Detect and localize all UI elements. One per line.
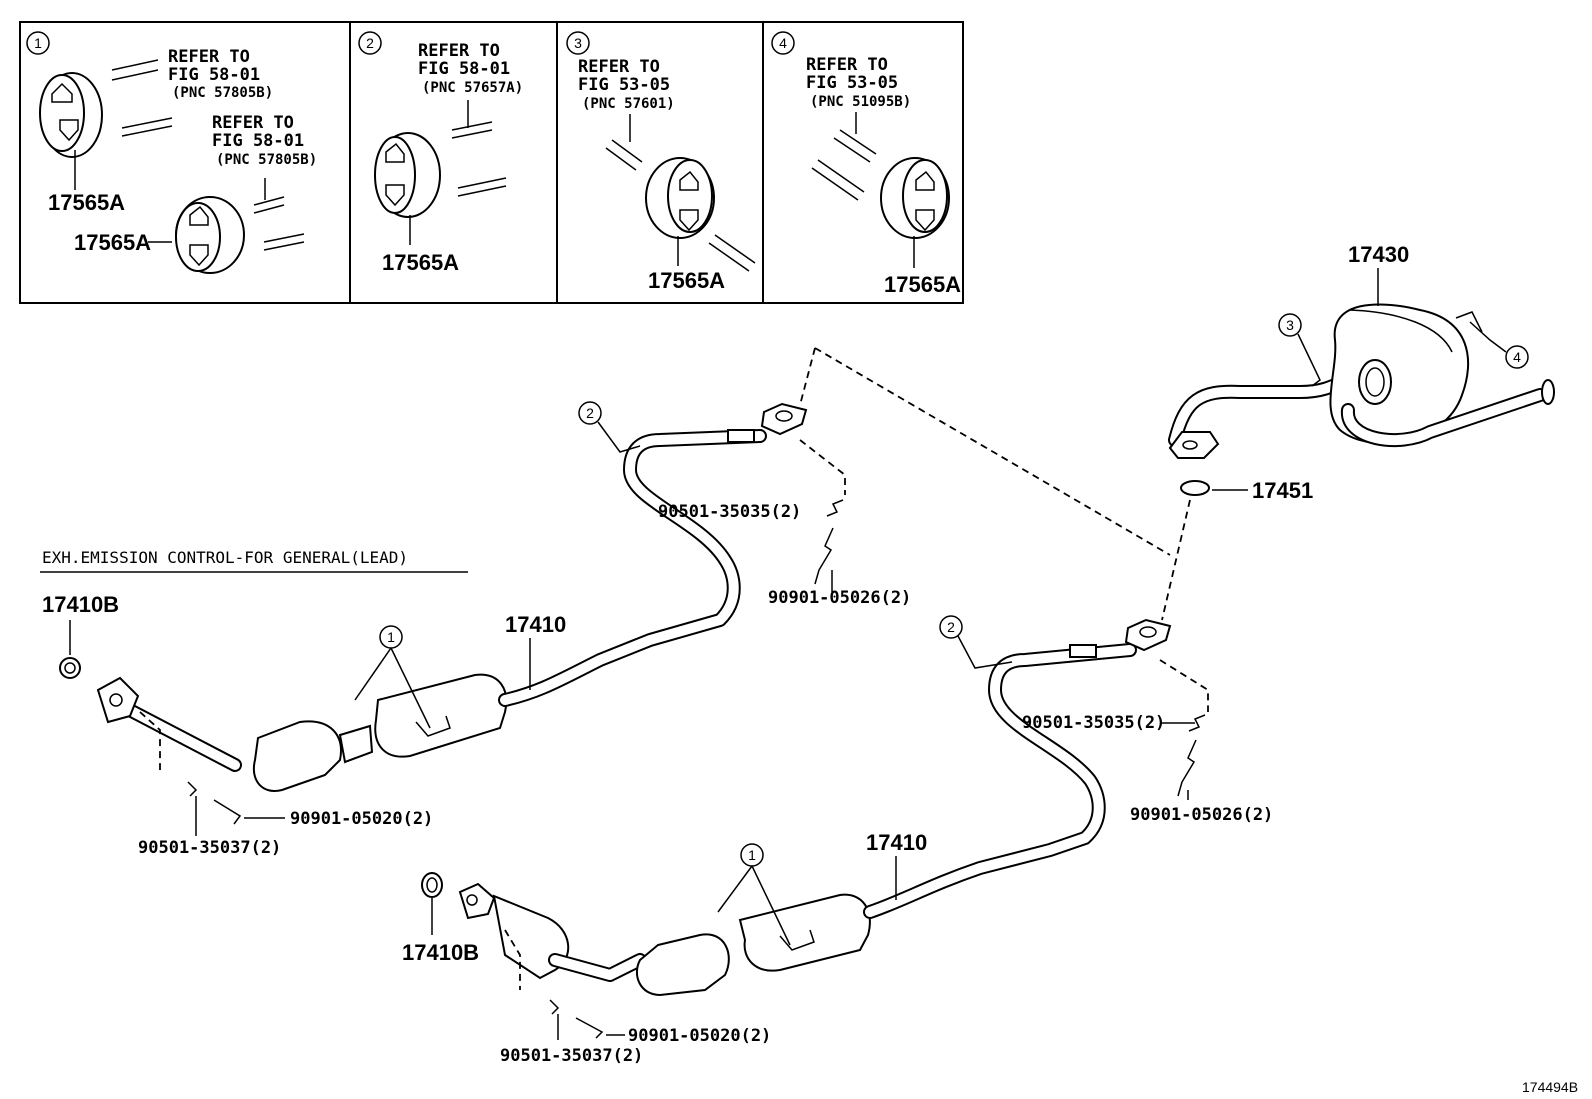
inset-1-index: 1 xyxy=(34,35,42,51)
inset-4: 4 REFER TO FIG 53-05 (PNC 51095B) 17565A xyxy=(771,31,961,297)
inset-4-ref-line1: REFER TO xyxy=(806,55,888,75)
inset-1-ref-b-line1: REFER TO xyxy=(212,113,294,133)
inset-4-ref-line2: FIG 53-05 xyxy=(806,73,898,93)
label-17410B-lower: 17410B xyxy=(402,940,479,965)
callout-2-upper: 2 xyxy=(586,405,594,421)
callout-2-lower: 2 xyxy=(947,619,955,635)
rubber-hanger-icon xyxy=(175,196,245,274)
inset-2-ref-line2: FIG 58-01 xyxy=(418,59,510,79)
inset-1: 1 REFER TO FIG 58-01 (PNC 57805B) REFER … xyxy=(26,31,317,274)
tail-pipe-muffler xyxy=(1168,303,1555,459)
gasket-17410B-lower xyxy=(421,872,443,898)
inset-3-ref-line2: FIG 53-05 xyxy=(578,75,670,95)
inset-3-part: 17565A xyxy=(648,268,725,293)
callout-1-lower: 1 xyxy=(748,847,756,863)
callout-1-upper: 1 xyxy=(387,629,395,645)
label-17410-lower: 17410 xyxy=(866,830,927,855)
label-17410-upper: 17410 xyxy=(505,612,566,637)
inset-1-ref-b-line2: FIG 58-01 xyxy=(212,131,304,151)
inset-1-part-b: 17565A xyxy=(74,230,151,255)
inset-1-ref-a-line3: (PNC 57805B) xyxy=(172,85,273,101)
label-bolt-lower-b: 90901-05020(2) xyxy=(628,1026,771,1046)
rubber-hanger-icon xyxy=(645,157,715,239)
inset-3: 3 REFER TO FIG 53-05 (PNC 57601) 17565A xyxy=(566,31,756,293)
inset-2-part: 17565A xyxy=(382,250,459,275)
inset-2: 2 REFER TO FIG 58-01 (PNC 57657A) 17565A xyxy=(358,31,523,275)
inset-2-ref-line1: REFER TO xyxy=(418,41,500,61)
upper-pipe-assembly xyxy=(96,402,808,792)
label-17451: 17451 xyxy=(1252,478,1313,503)
callout-3: 3 xyxy=(1286,317,1294,333)
label-spring-lower-a: 90501-35037(2) xyxy=(138,838,281,858)
inset-3-ref-line3: (PNC 57601) xyxy=(582,96,675,112)
inset-1-part-a: 17565A xyxy=(48,190,125,215)
inset-panel xyxy=(19,21,964,304)
label-spring-upper-b: 90501-35035(2) xyxy=(1022,713,1165,733)
inset-1-ref-b-line3: (PNC 57805B) xyxy=(216,152,317,168)
label-17430: 17430 xyxy=(1348,242,1409,267)
inset-4-ref-line3: (PNC 51095B) xyxy=(810,94,911,110)
label-bolt-upper-a: 90901-05026(2) xyxy=(768,588,911,608)
label-bolt-upper-b: 90901-05026(2) xyxy=(1130,805,1273,825)
inset-2-ref-line3: (PNC 57657A) xyxy=(422,80,523,96)
label-17410B-upper: 17410B xyxy=(42,592,119,617)
gasket-17410B-upper xyxy=(59,657,81,679)
label-spring-upper-a: 90501-35035(2) xyxy=(658,502,801,522)
callout-4: 4 xyxy=(1513,349,1521,365)
rubber-hanger-icon xyxy=(880,157,950,239)
inset-1-ref-a-line2: FIG 58-01 xyxy=(168,65,260,85)
label-bolt-lower-a: 90901-05020(2) xyxy=(290,809,433,829)
rubber-hanger-icon xyxy=(39,72,103,158)
figure-id: 174494B xyxy=(1522,1079,1578,1095)
caption: EXH.EMISSION CONTROL-FOR GENERAL(LEAD) xyxy=(42,548,408,567)
rubber-hanger-icon xyxy=(374,132,441,218)
inset-4-index: 4 xyxy=(779,35,787,51)
label-spring-lower-b: 90501-35037(2) xyxy=(500,1046,643,1066)
lower-pipe-assembly xyxy=(458,618,1172,997)
inset-3-index: 3 xyxy=(574,35,582,51)
gasket-17451 xyxy=(1180,480,1210,496)
inset-4-part: 17565A xyxy=(884,272,961,297)
inset-2-index: 2 xyxy=(366,35,374,51)
inset-1-ref-a-line1: REFER TO xyxy=(168,47,250,67)
inset-3-ref-line1: REFER TO xyxy=(578,57,660,77)
